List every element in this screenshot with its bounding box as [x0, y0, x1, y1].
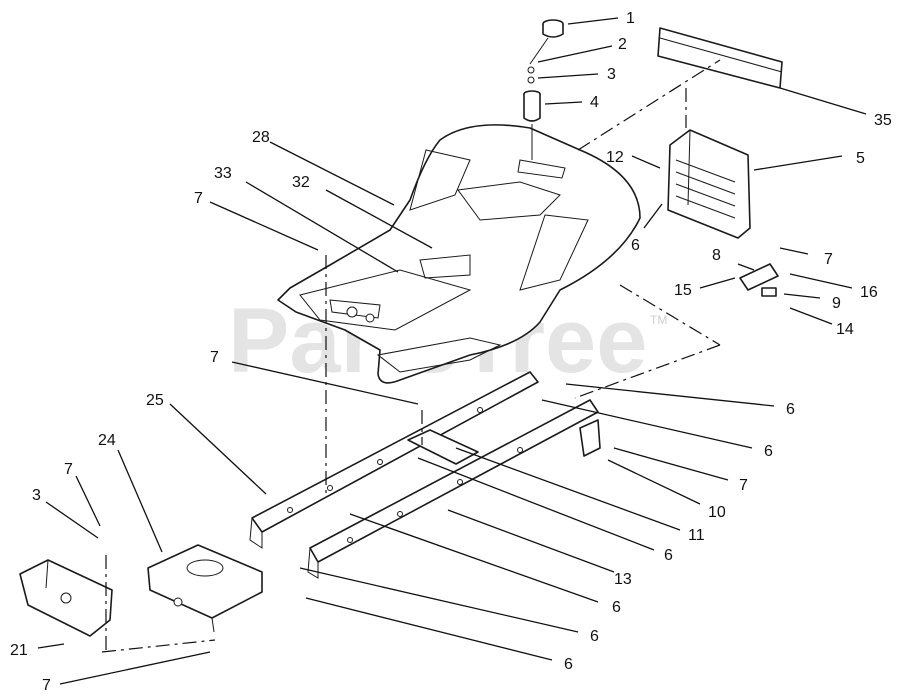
part-4-cylinder	[523, 90, 541, 160]
callout-7-a: 7	[194, 190, 203, 207]
part-35-rear-bar	[657, 27, 783, 89]
callout-11: 11	[688, 527, 705, 544]
alignment-lines	[101, 59, 721, 653]
part-24-front-plate	[147, 544, 263, 633]
callout-28: 28	[252, 129, 270, 146]
part-28-fender-deck	[277, 124, 641, 384]
part-21-front-shield	[19, 559, 113, 637]
callout-6-e: 6	[612, 599, 621, 616]
callout-9: 9	[832, 295, 841, 312]
part-11-cross-member	[407, 429, 479, 465]
callout-32: 32	[292, 174, 310, 191]
callout-4: 4	[590, 94, 599, 111]
leader-lines	[37, 17, 867, 685]
part-5-bracket	[667, 129, 751, 239]
callout-35: 35	[874, 112, 892, 129]
part-25-frame-rail-left	[249, 371, 539, 549]
callout-7-d: 7	[739, 477, 748, 494]
callout-6-b: 6	[786, 401, 795, 418]
callout-15: 15	[674, 282, 692, 299]
watermark-trademark: TM	[650, 313, 667, 327]
part-13-frame-rail-right	[307, 399, 599, 579]
callout-8: 8	[712, 247, 721, 264]
callout-3-b: 3	[32, 487, 41, 504]
callout-6-a: 6	[631, 237, 640, 254]
part-2-3-pin	[527, 37, 549, 84]
callout-21: 21	[10, 642, 28, 659]
part-8-bracket-plate	[739, 263, 779, 297]
callout-25: 25	[146, 392, 164, 409]
callout-1: 1	[626, 10, 635, 27]
callout-7-f: 7	[42, 677, 51, 694]
callout-3: 3	[607, 66, 616, 83]
callout-6-f: 6	[590, 628, 599, 645]
callout-6-d: 6	[664, 547, 673, 564]
callout-13: 13	[614, 571, 632, 588]
callout-16: 16	[860, 284, 878, 301]
callout-7-e: 7	[64, 461, 73, 478]
callout-7-b: 7	[824, 251, 833, 268]
callout-24: 24	[98, 432, 116, 449]
part-10-rear-bracket	[579, 419, 601, 457]
callout-6-g: 6	[564, 656, 573, 673]
part-1-knob	[542, 19, 564, 38]
callout-10: 10	[708, 504, 726, 521]
callout-6-c: 6	[764, 443, 773, 460]
callout-labels: 1 2 3 4 35 28 33 32 7 12 5 6 7 8 16 15 9…	[10, 10, 892, 694]
callout-14: 14	[836, 321, 854, 338]
callout-2: 2	[618, 36, 627, 53]
callout-12: 12	[606, 149, 624, 166]
callout-33: 33	[214, 165, 232, 182]
callout-7-c: 7	[210, 349, 219, 366]
callout-5: 5	[856, 150, 865, 167]
